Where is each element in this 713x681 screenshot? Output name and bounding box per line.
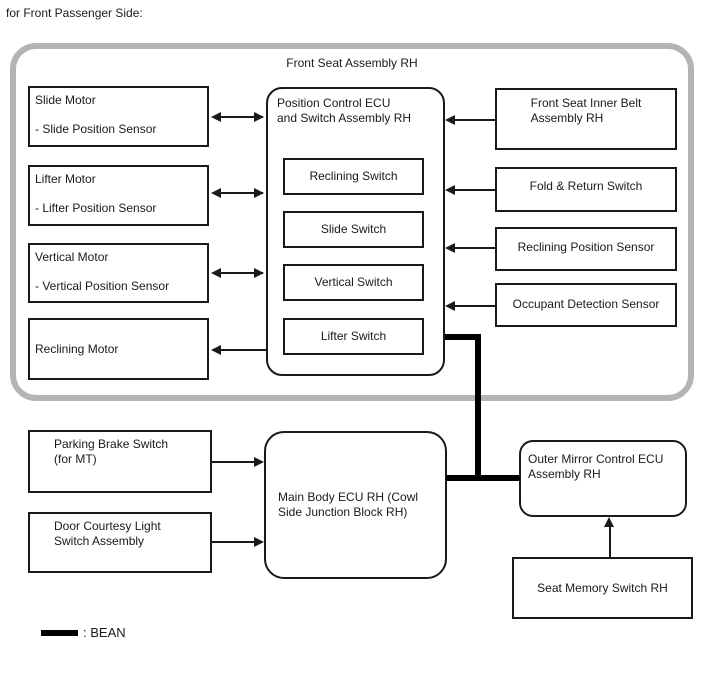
bean-legend-label: : BEAN xyxy=(83,625,126,640)
door-courtesy-label-line2: Switch Assembly xyxy=(54,534,145,548)
parking-brake-connector-line xyxy=(212,461,256,463)
bean-bus-segment-top xyxy=(445,334,481,340)
vertical-motor-connector-line xyxy=(213,272,263,274)
reclining-motor-label: Reclining Motor xyxy=(35,341,119,356)
box-vertical-switch: Vertical Switch xyxy=(283,264,424,301)
inner-belt-arrowhead-icon xyxy=(445,115,455,125)
occupant-detection-arrowhead-icon xyxy=(445,301,455,311)
vertical-switch-label: Vertical Switch xyxy=(314,275,393,289)
lifter-switch-label: Lifter Switch xyxy=(320,329,387,343)
box-lifter-motor: Lifter Motor - Lifter Position Sensor xyxy=(28,165,209,226)
reclining-position-connector-line xyxy=(453,247,495,249)
box-reclining-switch: Reclining Switch xyxy=(283,158,424,195)
inner-belt-label-line2: Assembly RH xyxy=(530,111,604,125)
box-slide-motor: Slide Motor - Slide Position Sensor xyxy=(28,86,209,147)
page-heading: for Front Passenger Side: xyxy=(6,6,143,20)
lifter-motor-connector-line xyxy=(213,192,263,194)
box-parking-brake-switch: Parking Brake Switch (for MT) xyxy=(28,430,212,493)
lifter-motor-arrowhead-left-icon xyxy=(211,188,221,198)
bean-bus-segment-vertical xyxy=(475,334,481,481)
outer-mirror-label-line2: Assembly RH xyxy=(528,467,601,481)
reclining-switch-label: Reclining Switch xyxy=(309,169,398,183)
position-ecu-title-line1: Position Control ECU xyxy=(277,96,391,110)
box-vertical-motor: Vertical Motor - Vertical Position Senso… xyxy=(28,243,209,303)
vertical-position-sensor-label: - Vertical Position Sensor xyxy=(35,279,170,293)
box-main-body-ecu: Main Body ECU RH (Cowl Side Junction Blo… xyxy=(264,431,447,579)
position-ecu-title-line2: and Switch Assembly RH xyxy=(277,111,412,125)
parking-brake-label-line1: Parking Brake Switch xyxy=(54,437,169,451)
slide-position-sensor-label: - Slide Position Sensor xyxy=(35,122,157,136)
parking-brake-label-line2: (for MT) xyxy=(54,452,97,466)
vertical-motor-label: Vertical Motor xyxy=(35,250,109,264)
reclining-position-arrowhead-icon xyxy=(445,243,455,253)
box-front-seat-inner-belt: Front Seat Inner Belt Assembly RH xyxy=(495,88,677,150)
bean-legend-swatch xyxy=(41,630,78,636)
inner-belt-connector-line xyxy=(453,119,495,121)
seat-memory-switch-label: Seat Memory Switch RH xyxy=(537,580,668,595)
box-reclining-motor: Reclining Motor xyxy=(28,318,209,380)
slide-switch-label: Slide Switch xyxy=(320,222,387,236)
door-courtesy-connector-line xyxy=(212,541,256,543)
slide-motor-connector-line xyxy=(213,116,263,118)
slide-motor-arrowhead-left-icon xyxy=(211,112,221,122)
fold-return-connector-line xyxy=(453,189,495,191)
box-outer-mirror-control-ecu: Outer Mirror Control ECU Assembly RH xyxy=(519,440,687,517)
lifter-motor-arrowhead-right-icon xyxy=(254,188,264,198)
reclining-motor-arrowhead-icon xyxy=(211,345,221,355)
reclining-motor-connector-line xyxy=(213,349,266,351)
box-reclining-position-sensor: Reclining Position Sensor xyxy=(495,227,677,271)
box-fold-return-switch: Fold & Return Switch xyxy=(495,167,677,212)
box-door-courtesy-light-switch: Door Courtesy Light Switch Assembly xyxy=(28,512,212,573)
box-occupant-detection-sensor: Occupant Detection Sensor xyxy=(495,283,677,327)
lifter-motor-label: Lifter Motor xyxy=(35,172,96,186)
slide-motor-label: Slide Motor xyxy=(35,93,96,107)
main-body-ecu-label-line1: Main Body ECU RH (Cowl xyxy=(278,490,419,504)
box-position-control-ecu: Position Control ECU and Switch Assembly… xyxy=(266,87,445,376)
front-seat-assembly-frame xyxy=(10,43,694,401)
occupant-detection-sensor-label: Occupant Detection Sensor xyxy=(512,297,660,311)
fold-return-switch-label: Fold & Return Switch xyxy=(529,179,643,193)
seat-memory-arrowhead-icon xyxy=(604,517,614,527)
reclining-position-sensor-label: Reclining Position Sensor xyxy=(517,240,655,254)
box-lifter-switch: Lifter Switch xyxy=(283,318,424,355)
frame-title: Front Seat Assembly RH xyxy=(286,56,418,70)
occupant-detection-connector-line xyxy=(453,305,495,307)
inner-belt-label-line1: Front Seat Inner Belt xyxy=(530,96,642,110)
lifter-position-sensor-label: - Lifter Position Sensor xyxy=(35,201,157,215)
vertical-motor-arrowhead-left-icon xyxy=(211,268,221,278)
slide-motor-arrowhead-right-icon xyxy=(254,112,264,122)
bean-bus-segment-bottom xyxy=(446,475,520,481)
box-slide-switch: Slide Switch xyxy=(283,211,424,248)
door-courtesy-label-line1: Door Courtesy Light xyxy=(54,519,161,533)
vertical-motor-arrowhead-right-icon xyxy=(254,268,264,278)
seat-memory-connector-line xyxy=(609,525,611,557)
fold-return-arrowhead-icon xyxy=(445,185,455,195)
box-seat-memory-switch: Seat Memory Switch RH xyxy=(512,557,693,619)
main-body-ecu-label-line2: Side Junction Block RH) xyxy=(278,505,408,519)
parking-brake-arrowhead-icon xyxy=(254,457,264,467)
outer-mirror-label-line1: Outer Mirror Control ECU xyxy=(528,452,664,466)
door-courtesy-arrowhead-icon xyxy=(254,537,264,547)
